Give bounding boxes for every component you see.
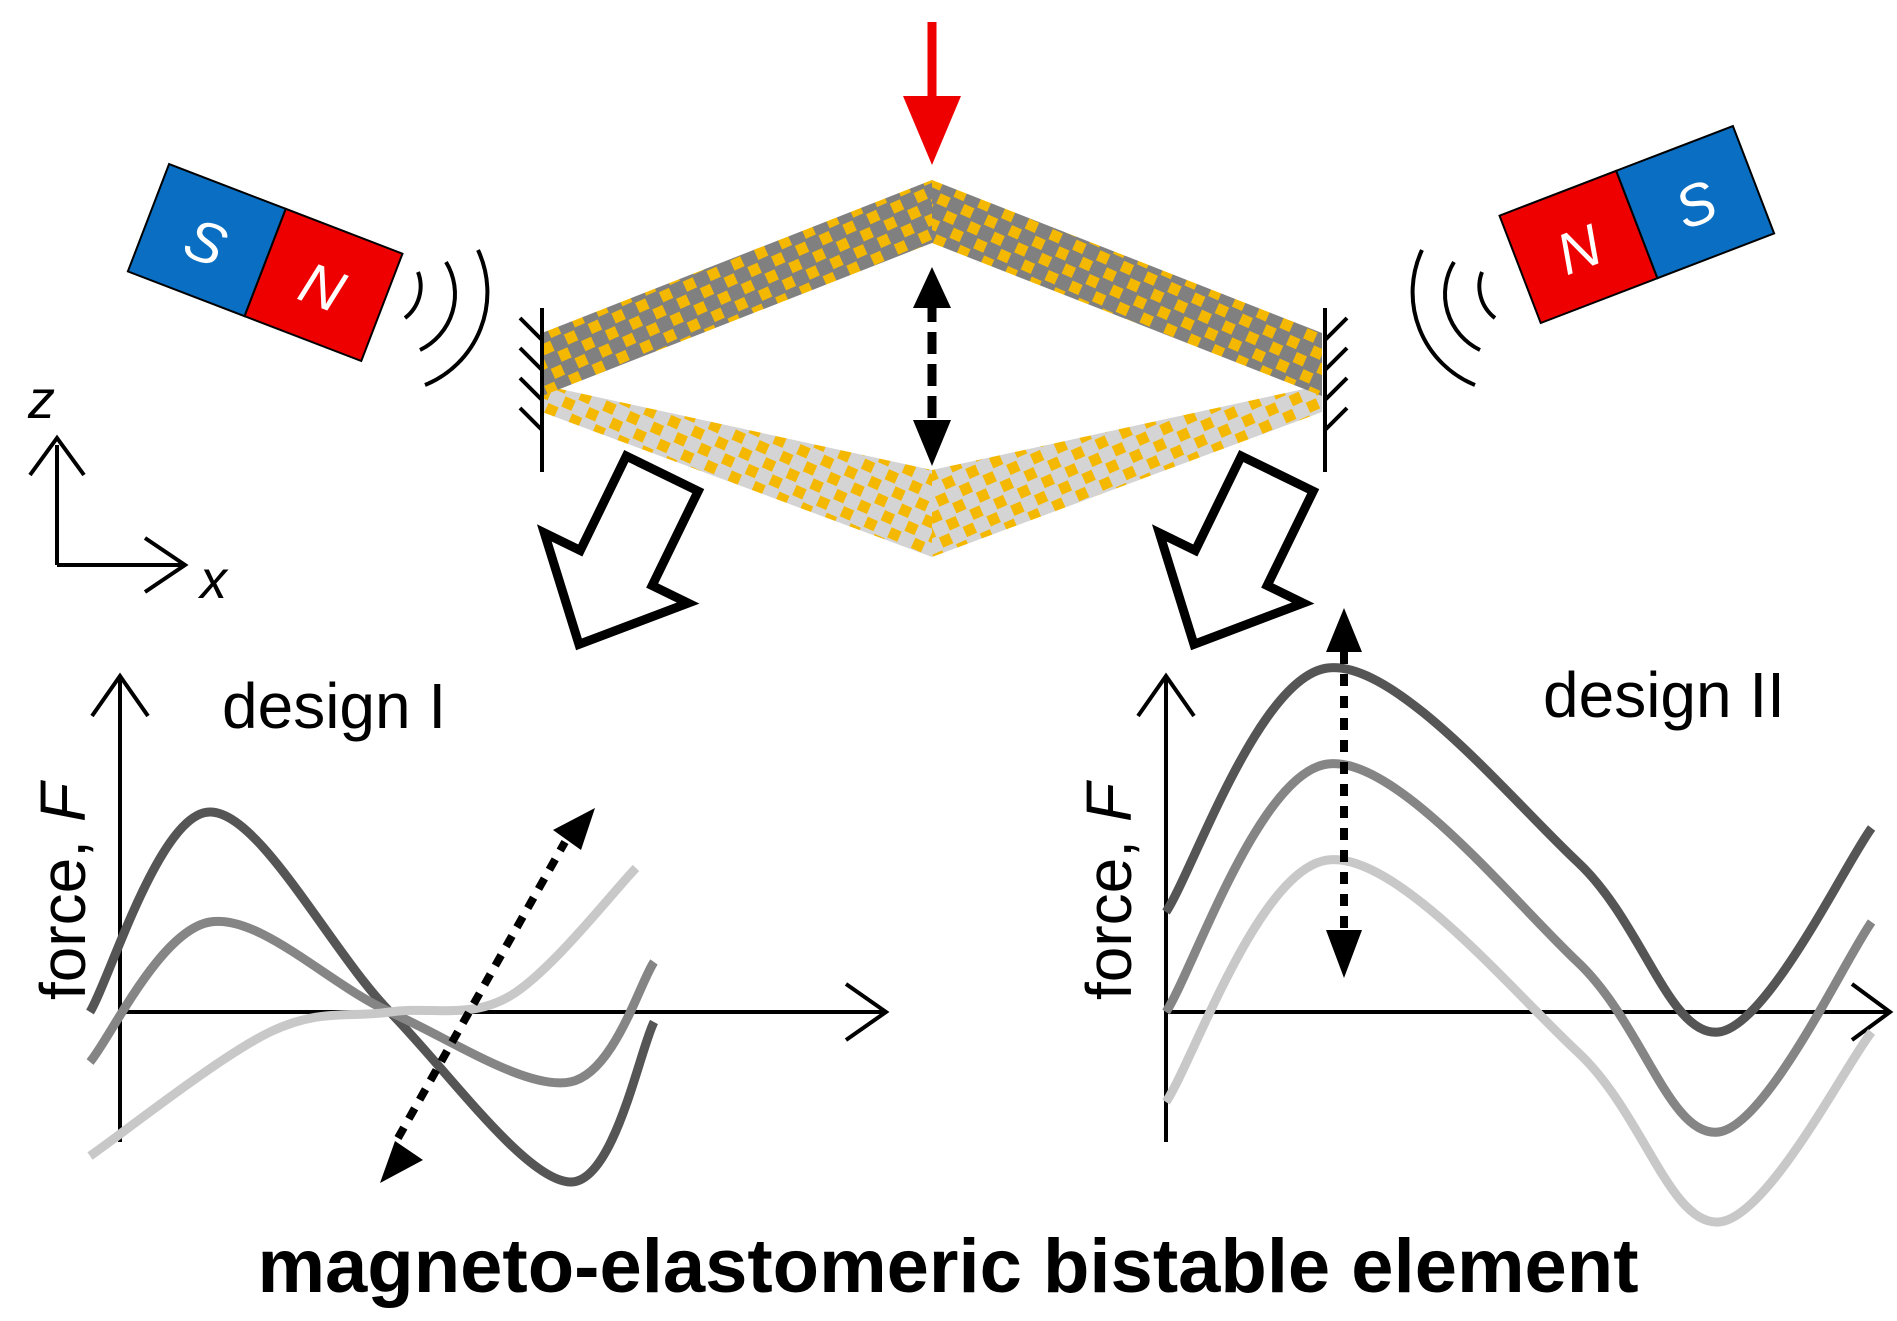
plot2-ylabel: force, F [1073,779,1145,1000]
plot-design-1: design I force, F [27,670,890,1187]
lower-beam-left [542,385,932,557]
lower-beam-right [932,385,1322,557]
plot1-ylabel: force, F [27,779,99,1000]
left-clamp [518,308,544,472]
plot1-trend-arrow [380,808,595,1183]
north-pole-left [243,207,404,363]
plot1-curve-light [87,864,640,1160]
plot2-curve-dark [1162,663,1876,1037]
plot1-curves [86,807,659,1187]
plot1-ylabel-text: force, [27,822,99,1000]
plot1-axes [90,672,890,1142]
bistable-element [518,22,1349,557]
plot1-ylabel-var: F [27,779,99,822]
plot2-design-label: design II [1543,659,1785,731]
plot1-design-label: design I [222,670,446,742]
plot1-curve-dark [86,807,659,1187]
left-magnet: S N [126,162,404,363]
right-field-waves-icon [1410,249,1497,387]
plot2-ylabel-var: F [1073,779,1145,822]
plot-design-2: design II force, F [1073,608,1894,1227]
z-axis-label: z [27,370,55,430]
plot2-trend-arrow [1326,608,1362,978]
hollow-arrow-right-icon [1151,450,1320,651]
upper-beam-left [542,180,932,396]
left-field-waves-icon [403,249,490,387]
plot2-ylabel-text: force, [1073,822,1145,1000]
south-pole-right [1614,124,1776,280]
plot2-curve-mid [1162,759,1876,1137]
hollow-arrow-left-icon [536,450,705,651]
right-magnet: N S [1498,124,1776,325]
plot2-curves [1162,663,1876,1227]
right-clamp [1323,308,1349,472]
plot2-curve-light [1162,855,1876,1227]
snap-through-double-arrow [913,267,951,466]
coordinate-axes [28,434,189,594]
upper-beam-right [932,180,1322,396]
x-axis-label: x [197,550,229,610]
figure-title: magneto-elastomeric bistable element [257,1224,1638,1309]
load-arrow [903,22,961,165]
